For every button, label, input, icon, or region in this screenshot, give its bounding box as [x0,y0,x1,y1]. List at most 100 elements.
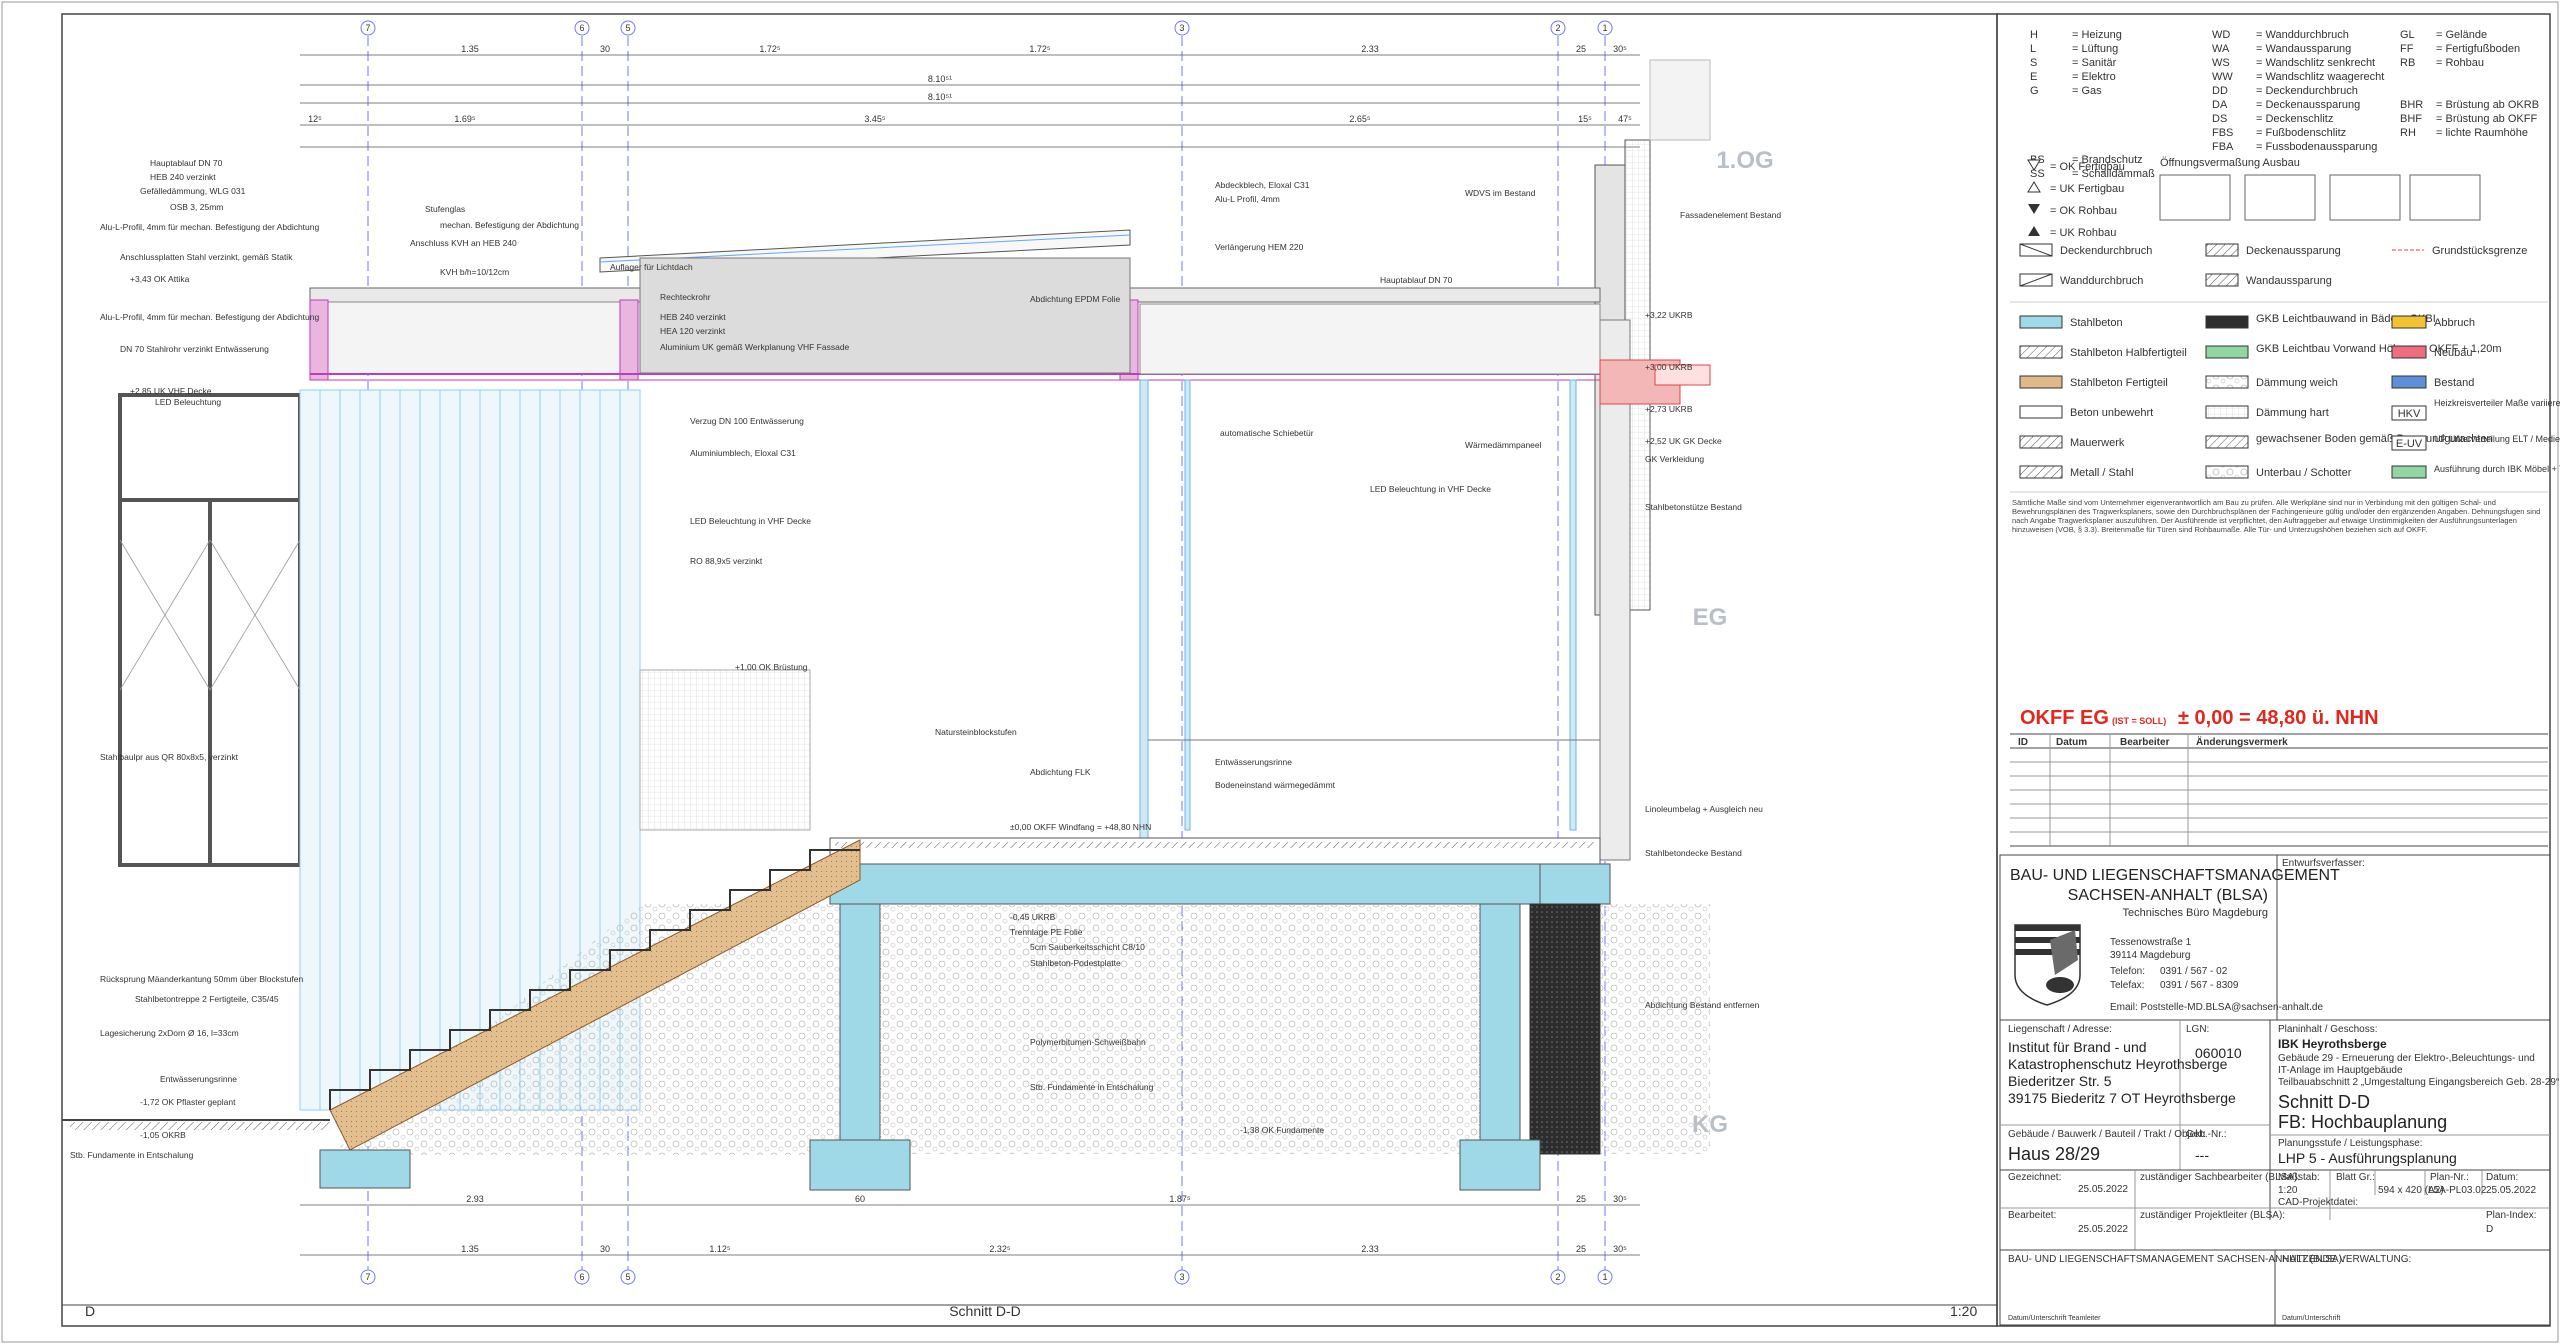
dim-label: 1.35 [461,1244,479,1254]
ibk-swatch [2391,465,2427,479]
annotations-right: Abdeckblech, Eloxal C31 Alu-L Profil, 4m… [1030,180,1781,1010]
vertical-lamellas [299,389,811,1111]
abbr-value: = Brüstung ab OKRB [2436,99,2539,111]
building-value: Haus 28/29 [2008,1144,2100,1164]
abbr-value: = Elektro [2072,71,2116,83]
rev-header-id: ID [2018,737,2028,748]
cad-label: CAD-Projektdatei: [2278,1197,2358,1208]
date-label: Datum: [2486,1172,2518,1183]
plan-title: Schnitt D-D [2278,1092,2370,1112]
dim-label: 1.72⁵ [759,44,781,54]
annotation: Abdichtung Bestand entfernen [1645,1000,1760,1010]
facade-frame-left [118,393,302,867]
coat-of-arms-icon [2014,924,2081,1006]
fax-label: Telefax: [2110,980,2144,991]
abbr-value: = Deckendurchbruch [2256,85,2358,97]
abbr-key: FBA [2212,141,2234,153]
material-label: Bestand [2434,377,2474,389]
boden-swatch [2205,435,2249,449]
legend-notes: Sämtliche Maße sind vom Unternehmer eige… [2012,498,2541,534]
okff-title: OKFF EG [2020,707,2109,729]
opening-diagram [2329,174,2401,221]
section-title: Schnitt D-D [949,1303,1021,1319]
axis-label: 2 [1555,1272,1560,1282]
abbr-value: = Fertigfußboden [2436,43,2520,55]
wandaussparung-icon [2205,273,2239,287]
abbr-key: E [2030,71,2037,83]
axis-label: 1 [1602,23,1607,33]
tel-label: Telefon: [2110,966,2145,977]
abbr-value: = Deckenaussparung [2256,99,2360,111]
dim-label: 60 [855,1194,865,1204]
dim-label: 25 [1576,1244,1586,1254]
level-mark: +2,52 UK GK Decke [1645,436,1722,446]
level-mark: -1,38 OK Fundamente [1240,1125,1324,1135]
project-desc: IT-Anlage im Hauptgebäude [2278,1065,2403,1076]
abbr-key: RB [2400,57,2415,69]
dim-label: 1.72⁵ [1029,44,1051,54]
level-mark: +3,22 UKRB [1645,310,1693,320]
level-upper-label: 1.OG [1716,147,1773,174]
abbr-key: G [2030,85,2039,97]
abbr-value: = Rohbau [2436,57,2484,69]
level-triangle-icon [2028,226,2040,236]
dim-label: 1.87⁵ [1169,1194,1191,1204]
material-label: Ausführung durch IBK Möbel + Tresen [2434,464,2560,474]
beton-swatch [2019,405,2063,419]
symbol-label: Grundstücksgrenze [2432,245,2527,257]
abbr-value: = Gas [2072,85,2102,97]
annotation: Alu-L Profil, 4mm [1215,194,1280,204]
annotation: Bodeneinstand wärmegedämmt [1215,780,1336,790]
annotation: GK Verkleidung [1645,454,1704,464]
rev-header-note: Änderungsvermerk [2196,735,2288,748]
lgn-label: LGN: [2186,1024,2209,1035]
level-mark: -1,05 OKRB [140,1130,186,1140]
material-label: Stahlbeton [2070,317,2123,329]
bestand-swatch [2391,375,2427,389]
level-ground-label: EG [1693,604,1728,631]
annotation: LED Beleuchtung in VHF Decke [690,516,811,526]
annotation: Stahlbaulpr aus QR 80x8x5, verzinkt [100,752,239,762]
level-triangle-icon [2027,159,2041,171]
abbr-key: DD [2212,85,2228,97]
abbr-key: H [2030,29,2038,41]
okff-sub: (IST = SOLL) [2112,716,2166,726]
material-label: Unterbau / Schotter [2256,467,2352,479]
schotter-swatch [2205,465,2249,479]
abbr-value: = Fussbodenaussparung [2256,141,2377,153]
address-line: Tessenowstraße 1 [2110,937,2192,948]
material-label: Mauerwerk [2070,437,2125,449]
abbr-value: = Wandaussparung [2256,43,2351,55]
abbr-value: = Heizung [2072,29,2122,41]
abbr-key: BHF [2400,113,2422,125]
legend-symbols: Deckendurchbruch Deckenaussparung Grunds… [2019,243,2527,287]
abbr-value: = lichte Raumhöhe [2436,127,2528,139]
annotation: HEB 240 verzinkt [660,312,726,322]
abbr-key: DS [2212,113,2227,125]
annotation: Anschlussplatten Stahl verzinkt, gemäß S… [120,252,293,262]
opening-diagram [2159,174,2231,221]
dim-label: 12⁵ [308,114,322,124]
level-mark: +1,00 OK Brüstung [735,662,808,672]
dim-label: 2.33 [1361,44,1379,54]
annotation: Alu-L-Profil, 4mm für mechan. Befestigun… [100,222,319,232]
material-label: Beton unbewehrt [2070,407,2153,419]
phase-value: LHP 5 - Ausführungsplanung [2278,1150,2457,1166]
dim-label: 2.33 [1361,1244,1379,1254]
checked-label: zuständiger Sachbearbeiter (BLSA): [2140,1172,2300,1183]
annotation: Stahlbeton-Podestplatte [1030,958,1121,968]
annotation: Fassadenelement Bestand [1680,210,1781,220]
scale-label: Maßstab: [2278,1172,2320,1183]
annotation: mechan. Befestigung der Abdichtung [440,220,579,230]
annotation: Rechteckrohr [660,292,711,302]
abbr-key: WA [2212,43,2230,55]
axis-label: 6 [579,23,584,33]
annotation: Rücksprung Mäanderkantung 50mm über Bloc… [100,974,303,984]
material-label: UP Unterverteilung ELT / Medien [2434,434,2560,444]
level-mark-label: = UK Fertigbau [2050,183,2124,195]
material-label: Stahlbeton Fertigteil [2070,377,2168,389]
abbr-value: = Wanddurchbruch [2256,29,2349,41]
abbr-value: = Brüstung ab OKFF [2436,113,2537,125]
annotation: automatische Schiebetür [1220,428,1314,438]
halbfertigteil-swatch [2019,345,2063,359]
